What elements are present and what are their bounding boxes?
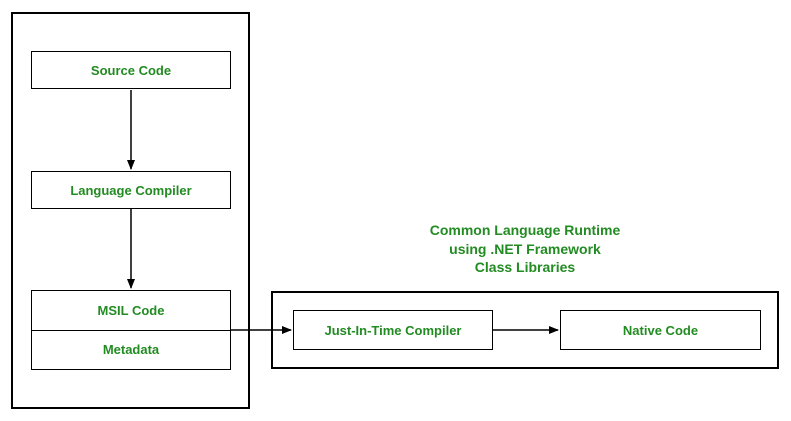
metadata-label: Metadata [102,342,160,358]
clr-caption-line-2: using .NET Framework [449,240,601,257]
jit-compiler-label: Just-In-Time Compiler [324,322,462,338]
language-compiler-box: Language Compiler [31,171,231,209]
language-compiler-label: Language Compiler [70,182,192,198]
clr-caption-line-3: Class Libraries [474,259,576,275]
source-code-label: Source Code [90,62,172,78]
metadata-cell: Metadata [32,331,230,370]
jit-compiler-box: Just-In-Time Compiler [293,310,493,350]
msil-code-label: MSIL Code [97,302,165,318]
source-code-box: Source Code [31,51,231,89]
native-code-box: Native Code [560,310,761,350]
clr-caption-line-1: Common Language Runtime [429,222,621,238]
msil-code-cell: MSIL Code [32,291,230,331]
native-code-label: Native Code [622,322,699,338]
msil-metadata-box: MSIL Code Metadata [31,290,231,370]
clr-caption: Common Language Runtime using .NET Frame… [271,221,779,277]
